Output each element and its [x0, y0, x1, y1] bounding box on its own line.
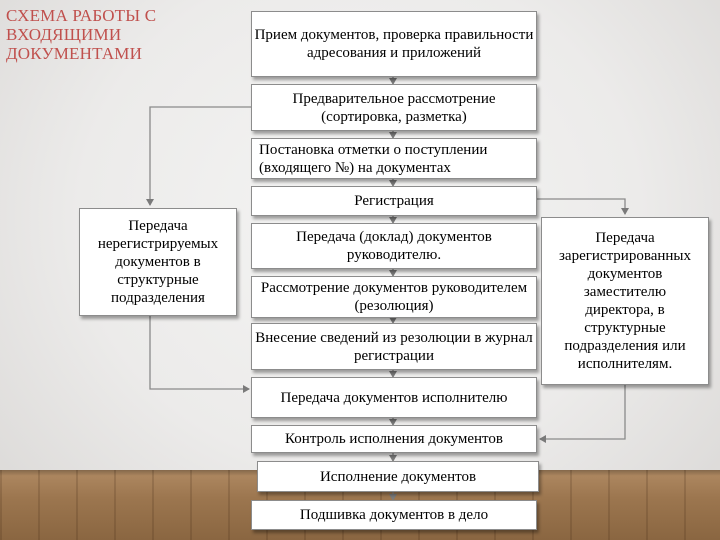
left-return-arrow [149, 316, 250, 393]
step-report-to-head: Передача (доклад) документов руководител… [251, 223, 537, 269]
step-label: Постановка отметки о поступлении (входящ… [259, 141, 488, 176]
step-label: Рассмотрение документов руководителем (р… [260, 280, 528, 314]
step-label: Предварительное рассмотрение (сортировка… [292, 90, 496, 125]
side-right-registered: Передача зарегистрированных документов з… [541, 217, 709, 385]
step-execution: Исполнение документов [257, 461, 539, 492]
step-journal-entry: Внесение сведений из резолюции в журнал … [251, 323, 537, 370]
right-branch-arrow [537, 198, 629, 215]
side-label: Передача зарегистрированных документов з… [558, 230, 692, 372]
side-left-unregistered: Передача нерегистрируемых документов в с… [79, 208, 237, 316]
step-label: Передача документов исполнителю [280, 389, 508, 406]
step-label: Внесение сведений из резолюции в журнал … [255, 329, 533, 364]
step-label: Передача (доклад) документов руководител… [296, 229, 492, 263]
step-label: Подшивка документов в дело [299, 507, 489, 523]
diagram-title: СХЕМА РАБОТЫ С ВХОДЯЩИМИ ДОКУМЕНТАМИ [6, 6, 157, 63]
step-label: Прием документов, проверка правильности … [254, 27, 534, 61]
step-head-review: Рассмотрение документов руководителем (р… [251, 276, 537, 318]
step-receive: Прием документов, проверка правильности … [251, 11, 537, 77]
step-execution-control: Контроль исполнения документов [251, 425, 537, 453]
step-label: Контроль исполнения документов [285, 431, 503, 447]
side-label: Передача нерегистрируемых документов в с… [97, 218, 219, 306]
step-filing: Подшивка документов в дело [251, 500, 537, 530]
step-transfer-to-executor: Передача документов исполнителю [251, 377, 537, 418]
step-preliminary-review: Предварительное рассмотрение (сортировка… [251, 84, 537, 131]
step-label: Исполнение документов [319, 468, 477, 485]
right-return-arrow [539, 385, 626, 443]
step-receipt-mark: Постановка отметки о поступлении (входящ… [251, 138, 537, 179]
left-branch-arrow [146, 106, 251, 206]
step-label: Регистрация [354, 193, 434, 209]
step-registration: Регистрация [251, 186, 537, 216]
